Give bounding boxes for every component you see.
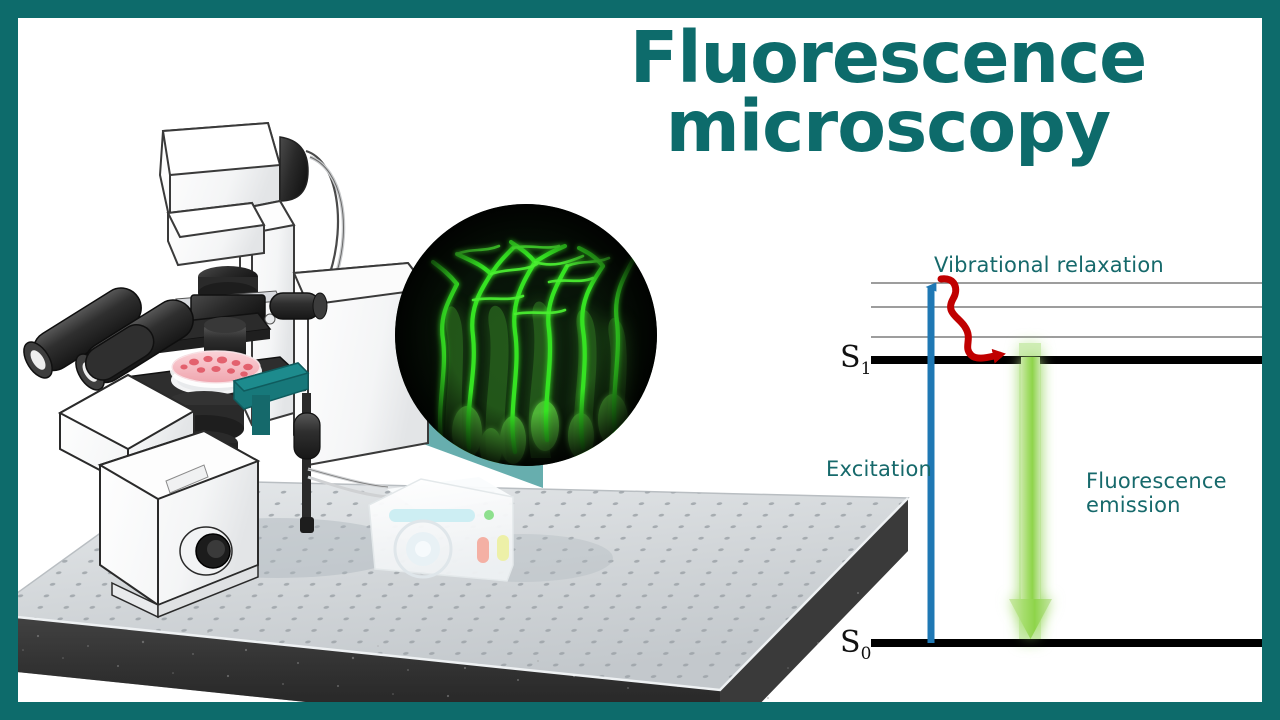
beam-support-post bbox=[293, 393, 389, 533]
fluorescence-micrograph bbox=[395, 204, 657, 466]
label-fluorescence-emission: Fluorescence emission bbox=[1086, 469, 1227, 517]
jablonski-diagram bbox=[813, 233, 1262, 683]
slide-canvas: Fluorescence microscopy bbox=[18, 18, 1262, 702]
state-label-s0-sub: 0 bbox=[860, 644, 872, 664]
filter-cube-bracket bbox=[232, 362, 310, 435]
fluorescence-emission-arrow bbox=[1009, 357, 1052, 639]
state-label-s1-text: S bbox=[840, 340, 861, 375]
light-source-controller bbox=[361, 473, 531, 593]
label-excitation: Excitation bbox=[826, 457, 933, 481]
state-label-s1-sub: 1 bbox=[860, 359, 872, 379]
state-label-s0-text: S bbox=[840, 625, 861, 660]
table-right-face bbox=[720, 498, 908, 702]
state-label-s0: S0 bbox=[840, 628, 871, 663]
page-title: Fluorescence microscopy bbox=[629, 18, 1148, 168]
binocular-eyepieces bbox=[23, 287, 197, 487]
petri-dish bbox=[170, 350, 262, 388]
vibrational-relaxation-arrow bbox=[937, 275, 1006, 364]
inverted-microscope bbox=[18, 113, 438, 633]
state-label-s1: S1 bbox=[840, 343, 871, 378]
label-vibrational-relaxation: Vibrational relaxation bbox=[934, 253, 1164, 277]
microscope-base bbox=[97, 429, 261, 619]
